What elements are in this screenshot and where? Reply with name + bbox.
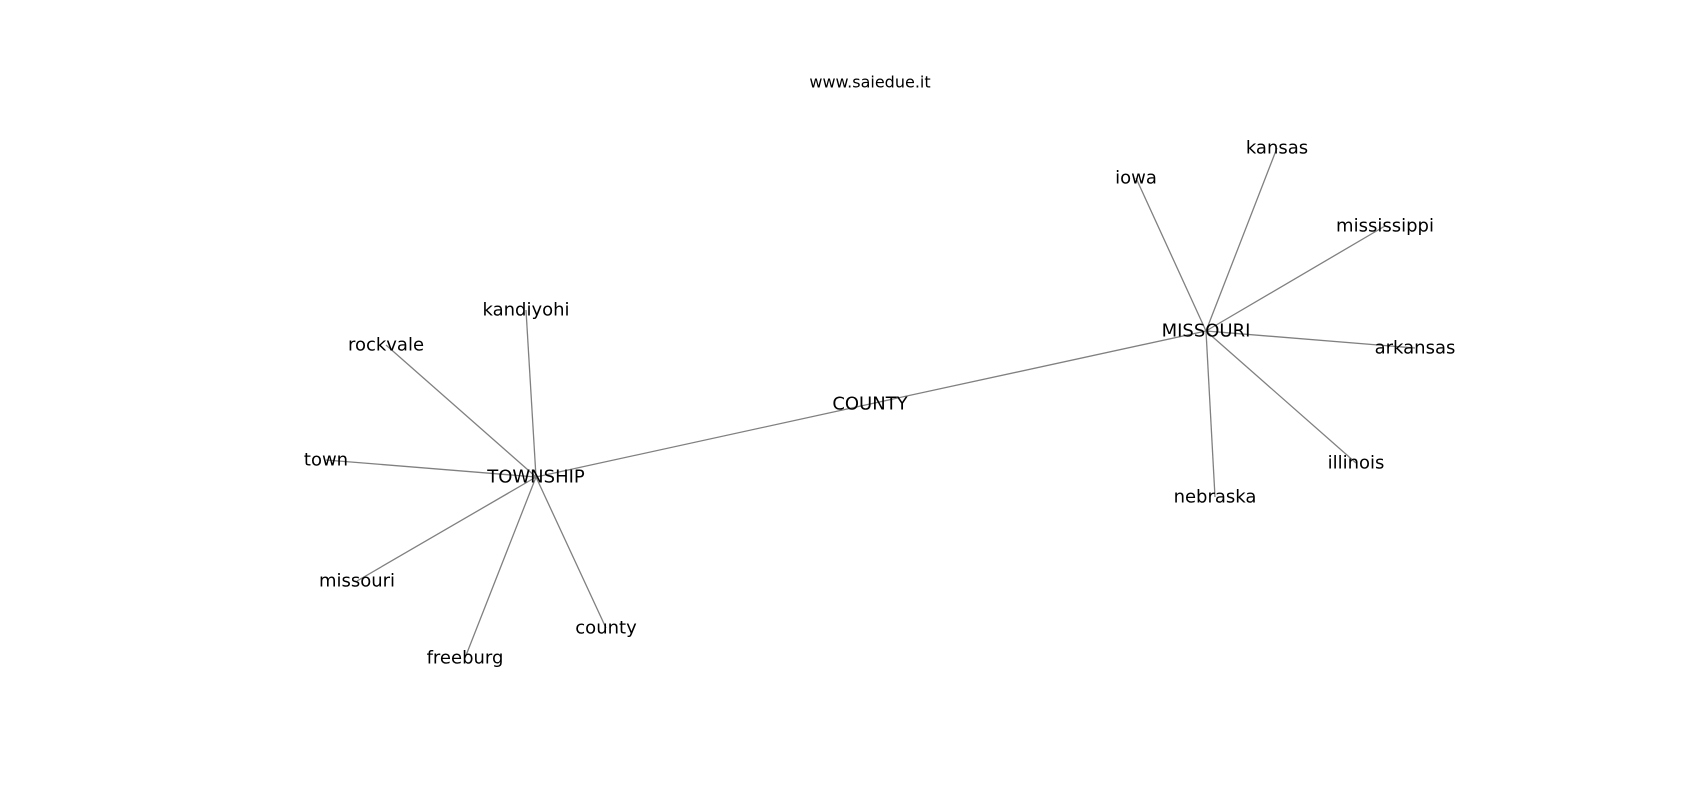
- edge-township-kandiyohi: [525, 309, 537, 478]
- node-layer: COUNTY TOWNSHIP MISSOURI kandiyohi rockvale t…: [304, 138, 1455, 669]
- node-label-kansas: kansas: [1246, 138, 1308, 159]
- edge-missouri-nebraska: [1205, 330, 1216, 498]
- node-label-missouri: missouri: [319, 571, 395, 592]
- edge-township-missouri: [356, 476, 537, 582]
- node-label-kandiyohi: kandiyohi: [482, 300, 569, 321]
- node-label-arkansas: arkansas: [1375, 338, 1456, 359]
- edge-missouri-arkansas: [1205, 330, 1416, 349]
- edge-township-town: [325, 459, 537, 478]
- node-label-illinois: illinois: [1328, 453, 1385, 474]
- node-label-rockvale: rockvale: [348, 335, 424, 356]
- node-label-town: town: [304, 450, 348, 471]
- edge-missouri-mississippi: [1205, 225, 1386, 332]
- edge-missouri-kansas: [1205, 147, 1278, 332]
- node-label-township-hub: TOWNSHIP: [486, 467, 585, 488]
- edge-missouri-iowa: [1135, 177, 1207, 332]
- site-title: www.saiedue.it: [809, 73, 930, 92]
- edge-layer: [325, 147, 1416, 659]
- node-label-missouri-hub: MISSOURI: [1162, 321, 1251, 342]
- node-label-nebraska: nebraska: [1174, 487, 1257, 508]
- node-label-county-hub: COUNTY: [832, 394, 908, 415]
- node-label-mississippi: mississippi: [1336, 216, 1434, 237]
- node-label-freeburg: freeburg: [427, 648, 504, 669]
- node-label-county: county: [575, 618, 637, 639]
- edge-county-missouri: [869, 330, 1207, 405]
- edge-township-rockvale: [385, 344, 537, 478]
- node-label-iowa: iowa: [1115, 168, 1157, 189]
- edge-missouri-illinois: [1205, 330, 1357, 464]
- edge-township-county: [535, 403, 871, 478]
- edge-township-county: [535, 476, 607, 629]
- edge-township-freeburg: [464, 476, 537, 659]
